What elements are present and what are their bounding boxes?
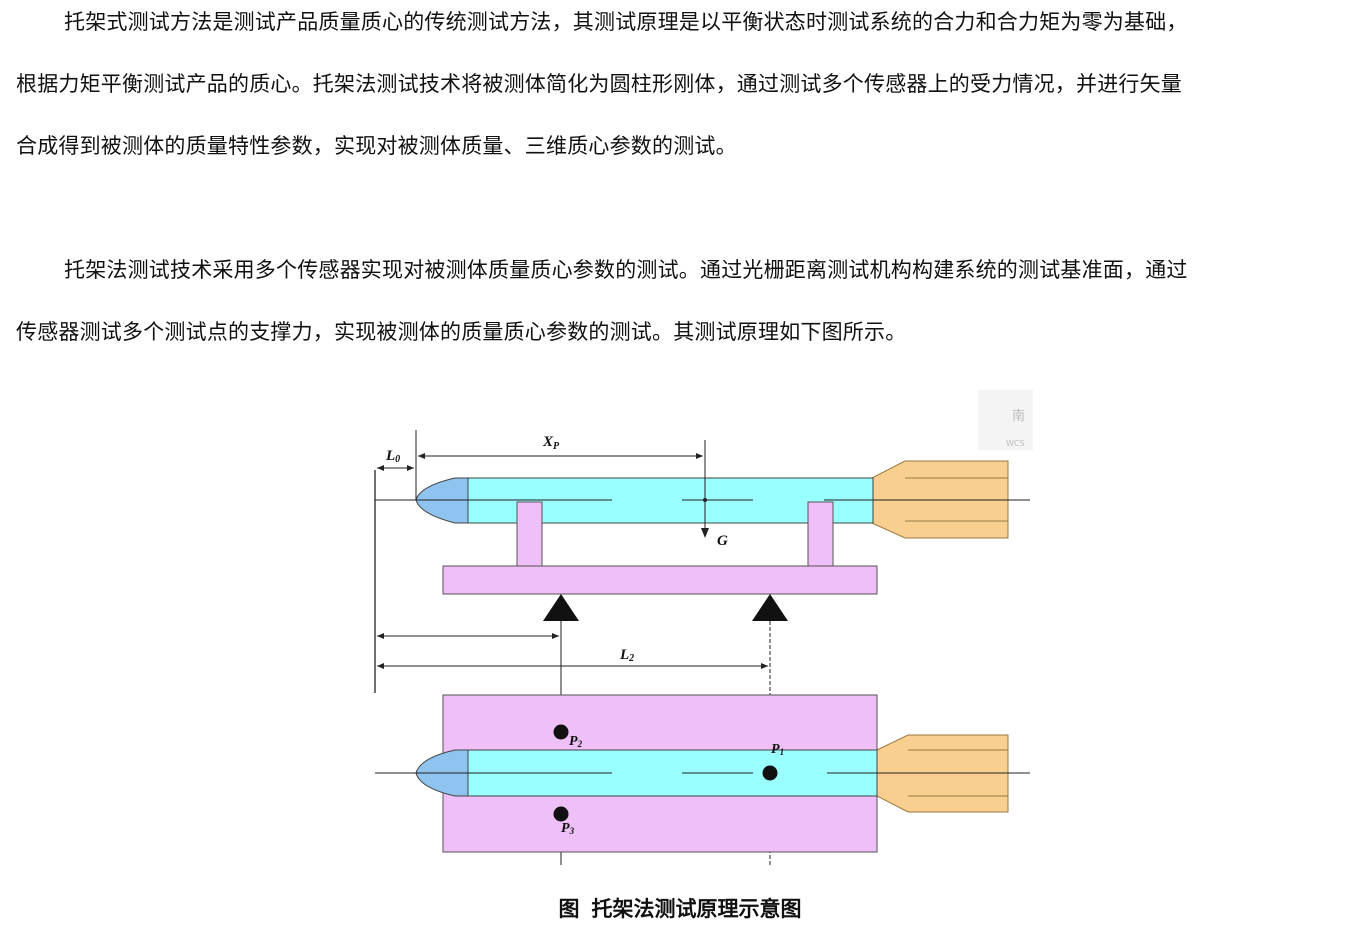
label-l0-sub: 0: [395, 454, 400, 465]
sensor-triangle-left: [543, 594, 579, 621]
svg-text:P1: P1: [771, 742, 784, 757]
support-post-left: [516, 501, 543, 568]
label-p1-sub: 1: [780, 747, 785, 757]
paragraph-2-line-1: 托架法测试技术采用多个传感器实现对被测体质量质心参数的测试。通过光栅距离测试机构…: [64, 258, 1188, 282]
dimension-l2: L2: [377, 633, 768, 669]
paragraph-1-line-3: 合成得到被测体的质量特性参数，实现对被测体质量、三维质心参数的测试。: [16, 134, 737, 158]
bracket-method-diagram: 南 WCS G L0: [374, 390, 1033, 865]
label-l2-sub: 2: [628, 653, 634, 664]
sensor-point-p3: [553, 806, 569, 822]
paragraph-2-line-2: 传感器测试多个测试点的支撑力，实现被测体的质量质心参数的测试。其测试原理如下图所…: [16, 320, 907, 344]
paragraph-1: 托架式测试方法是测试产品质量质心的传统测试方法，其测试原理是以平衡状态时测试系统…: [16, 0, 1346, 177]
svg-text:L2: L2: [619, 647, 634, 664]
svg-text:P2: P2: [569, 734, 583, 749]
label-p3-sub: 3: [569, 826, 575, 836]
caption-title: 托架法测试原理示意图: [591, 896, 802, 921]
svg-text:P3: P3: [561, 821, 575, 836]
label-g: G: [717, 533, 728, 549]
dimension-l0: L0: [377, 430, 417, 500]
watermark-char: 南: [1012, 408, 1025, 424]
watermark-text: WCS: [1006, 439, 1025, 448]
label-p2-sub: 2: [577, 739, 583, 749]
label-xp-sub: P: [553, 441, 560, 452]
support-platform: [442, 565, 878, 595]
dimension-xp: XP: [418, 434, 703, 459]
paragraph-2: 托架法测试技术采用多个传感器实现对被测体质量质心参数的测试。通过光栅距离测试机构…: [16, 239, 1346, 363]
watermark: 南 WCS: [978, 390, 1033, 450]
label-p1: P: [771, 742, 780, 757]
label-p2: P: [569, 734, 578, 749]
sensor-point-p2: [553, 724, 569, 740]
sensor-point-p1: [762, 765, 778, 781]
label-p3: P: [561, 821, 570, 836]
svg-text:XP: XP: [542, 434, 560, 452]
figure-caption: 图托架法测试原理示意图: [0, 893, 1360, 923]
label-l0: L: [385, 448, 395, 464]
paragraph-1-line-1: 托架式测试方法是测试产品质量质心的传统测试方法，其测试原理是以平衡状态时测试系统…: [64, 10, 1188, 34]
svg-text:L0: L0: [385, 448, 400, 465]
paragraph-1-line-2: 根据力矩平衡测试产品的质心。托架法测试技术将被测体简化为圆柱形刚体，通过测试多个…: [16, 72, 1182, 96]
sensor-triangle-right: [752, 594, 788, 621]
support-post-right: [807, 501, 834, 568]
label-l2: L: [619, 647, 629, 663]
side-view: G: [375, 440, 1030, 621]
label-xp: X: [542, 434, 554, 450]
caption-prefix: 图: [558, 896, 580, 921]
plan-view: P2 P3 P1: [375, 694, 1030, 853]
